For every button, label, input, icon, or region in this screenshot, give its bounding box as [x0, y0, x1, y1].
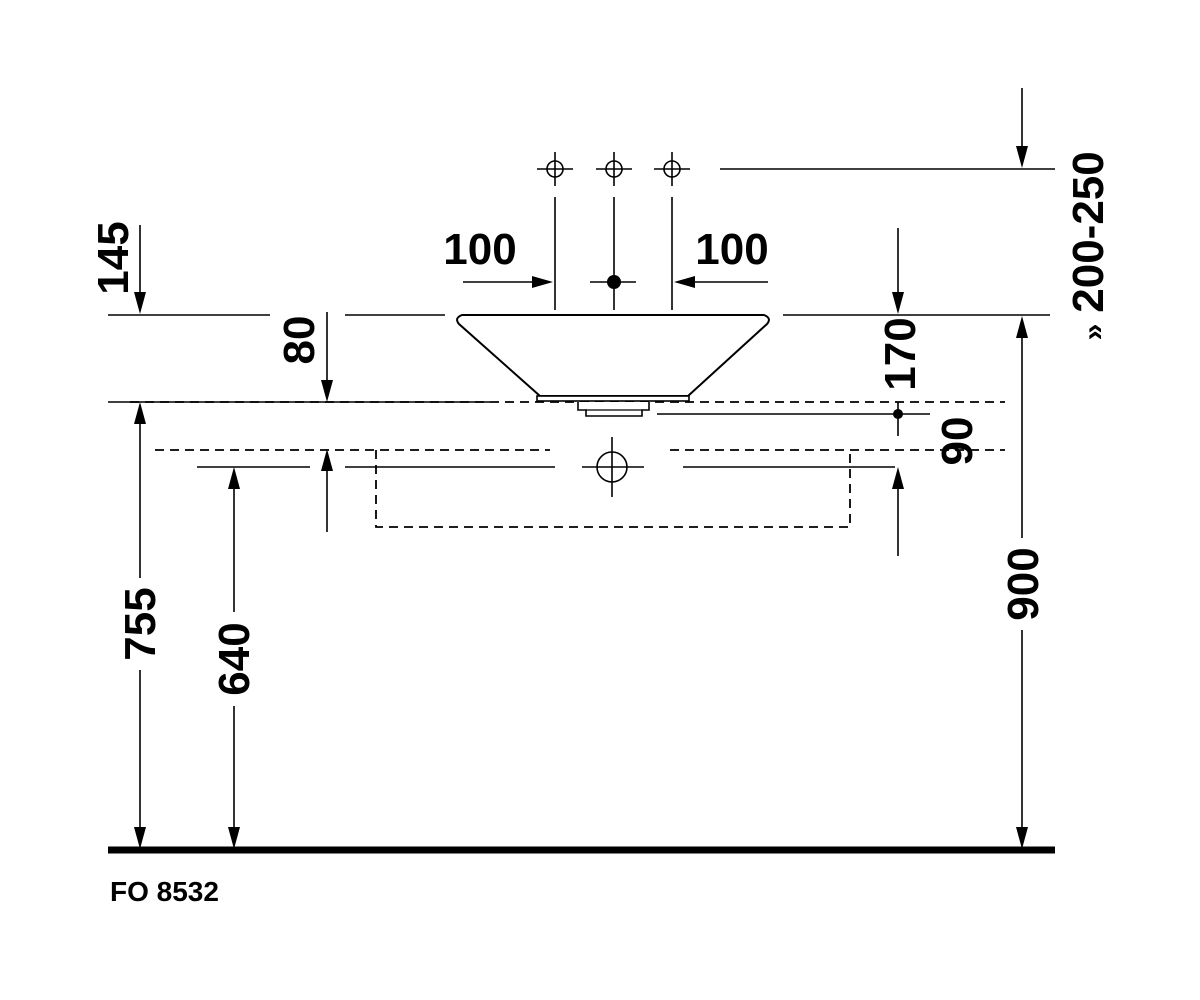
dim-170-arrow [892, 228, 904, 314]
dim-80-label: 80 [275, 316, 324, 365]
dim-640-arrow [228, 467, 240, 849]
dim-145-label: 145 [89, 221, 138, 294]
dim-755-label: 755 [116, 587, 165, 660]
tap-hole-right [654, 152, 690, 186]
dim-200-250-mark: » [1077, 324, 1110, 341]
dim-755-arrow [134, 402, 146, 849]
dim-145-arrow [134, 225, 146, 314]
dim-640-upper-arrow [321, 449, 333, 532]
dim-90-label: 90 [933, 417, 982, 466]
tap-hole-left [537, 152, 573, 186]
drain-outlet [577, 402, 650, 417]
dim-100-right-label: 100 [695, 225, 768, 274]
dim-640-label: 640 [210, 622, 259, 695]
basin-bowl [456, 314, 770, 397]
dim-100-left-arrow [463, 276, 553, 288]
drawing-code: FO 8532 [110, 876, 219, 907]
dim-170-label: 170 [876, 317, 925, 390]
cabinet-outline [375, 450, 851, 528]
dim-90-marker [657, 402, 930, 556]
tap-center-dot [607, 275, 621, 289]
dim-80-arrow [321, 312, 333, 402]
basin-foot [536, 395, 690, 402]
drain-symbol [582, 437, 644, 497]
dim-100-right-arrow [674, 276, 768, 288]
dim-900-arrow [1016, 316, 1028, 849]
dim-200-250-label: 200-250 [1064, 151, 1113, 312]
dim-100-left-label: 100 [443, 225, 516, 274]
dim-900-label: 900 [999, 547, 1048, 620]
dim-200-250-arrow [1016, 88, 1028, 168]
tap-hole-center [596, 152, 632, 186]
